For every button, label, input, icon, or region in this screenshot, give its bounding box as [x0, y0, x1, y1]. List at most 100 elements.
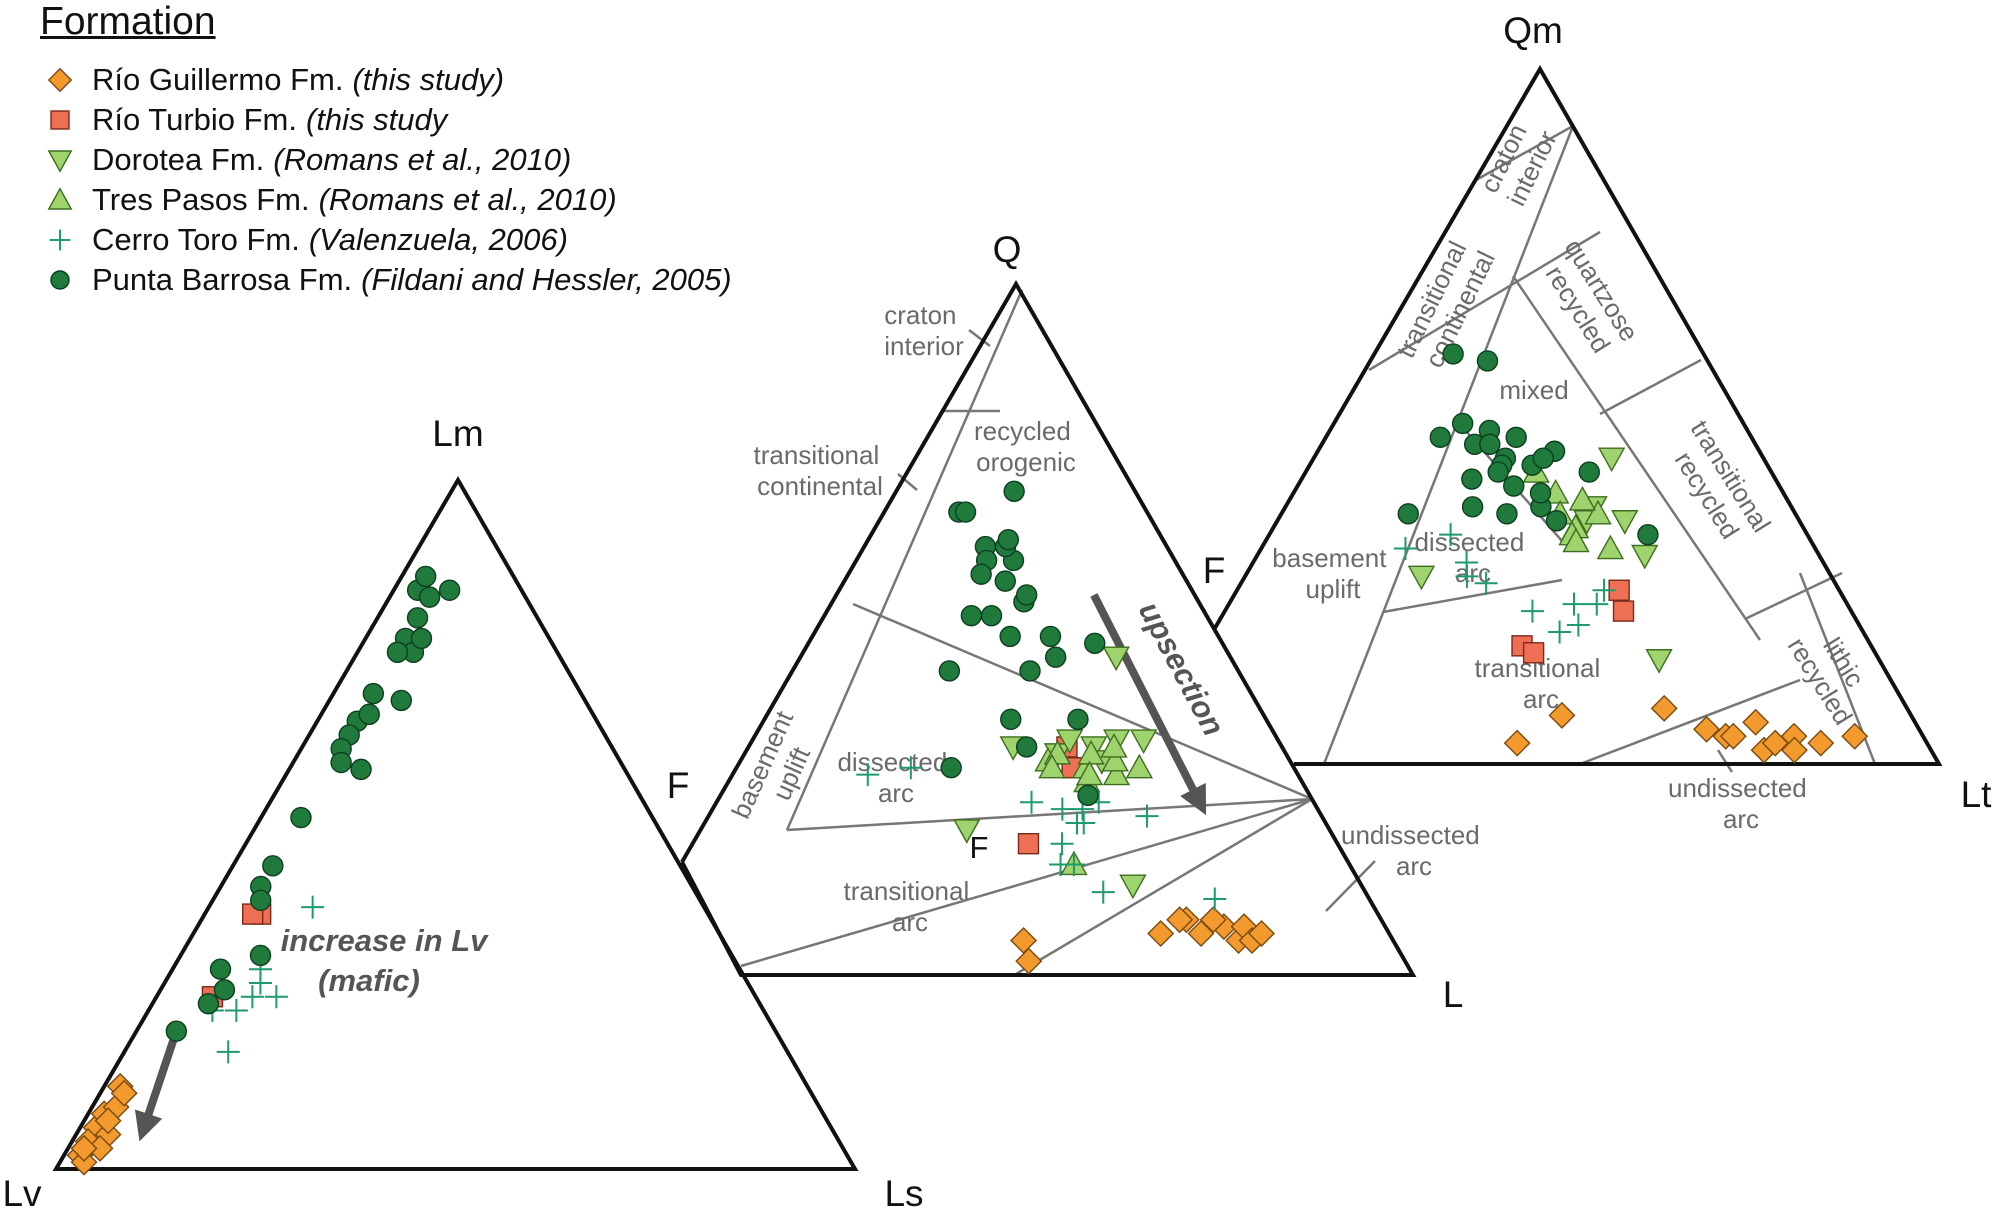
point-rio-guillermo-0 — [1010, 926, 1038, 954]
point-cerro-toro-7 — [264, 985, 288, 1009]
qfl-line-undissected — [1015, 797, 1313, 976]
point-dorotea-3 — [1056, 729, 1084, 755]
point-rio-guillermo-11 — [1807, 729, 1835, 757]
qfl-field-transitional-arc: transitional arc — [844, 876, 977, 937]
point-punta-barrosa-22 — [1529, 482, 1552, 504]
qmflt-field-undissected-arc-line1: undissected — [1668, 773, 1807, 803]
legend-item-dorotea: Dorotea Fm.(Romans et al., 2010) — [40, 140, 732, 180]
point-tres-pasos-8 — [1125, 753, 1154, 779]
arrow-upsection — [1090, 593, 1207, 816]
point-punta-barrosa-13 — [330, 751, 352, 774]
point-punta-barrosa-25 — [390, 689, 412, 712]
point-punta-barrosa-24 — [997, 528, 1020, 551]
legend-item-source: (Romans et al., 2010) — [273, 142, 572, 177]
point-rio-guillermo-4 — [1187, 920, 1215, 948]
point-punta-barrosa-20 — [197, 992, 220, 1015]
point-punta-barrosa-21 — [1578, 461, 1600, 483]
point-punta-barrosa-16 — [1397, 503, 1419, 525]
point-punta-barrosa-19 — [1067, 708, 1089, 731]
legend-item-name: Cerro Toro Fm. — [92, 222, 300, 257]
point-cerro-toro-12 — [1135, 804, 1159, 828]
point-rio-guillermo-8 — [70, 1148, 98, 1176]
legend-item-source: (this study) — [352, 62, 505, 97]
legend-marker-diamond-icon — [47, 67, 73, 93]
qfl-field-transitional-arc-line2: arc — [892, 907, 928, 937]
point-punta-barrosa-12 — [938, 660, 961, 682]
point-rio-guillermo-1 — [1147, 920, 1175, 948]
point-punta-barrosa-22 — [249, 944, 272, 967]
legend-item-rio-turbio: Río Turbio Fm.(this study — [40, 100, 732, 140]
point-punta-barrosa-20 — [1545, 510, 1568, 532]
point-punta-barrosa-2 — [1003, 480, 1025, 502]
point-punta-barrosa-15 — [1532, 447, 1555, 469]
qfl-line-craton-tick — [968, 329, 991, 347]
point-rio-guillermo-12 — [1841, 722, 1869, 750]
point-punta-barrosa-21 — [980, 604, 1003, 627]
point-tres-pasos-6 — [1562, 527, 1590, 553]
point-punta-barrosa-5 — [1451, 412, 1474, 435]
qmflt-field-dissected-arc-line1: dissected — [1414, 527, 1524, 557]
qmflt-field-basement-uplift-line1: basement — [1272, 543, 1387, 573]
qfl-field-recycled-orogenic-line1: recycled — [974, 416, 1071, 446]
point-punta-barrosa-1 — [954, 501, 977, 523]
qfl-line-recycled-base — [852, 602, 1313, 801]
legend-item-name: Punta Barrosa Fm. — [92, 262, 353, 297]
point-punta-barrosa-10 — [1039, 625, 1062, 648]
point-cerro-toro-6 — [248, 971, 272, 995]
qfl-line-undissected-tick — [1325, 860, 1376, 912]
qfl-field-lines — [740, 289, 1376, 976]
point-cerro-toro-11 — [1091, 880, 1115, 904]
apex-label-lv: Lv — [2, 1173, 42, 1211]
point-cerro-toro-7 — [1585, 592, 1609, 616]
qmflt-line-transitional-recycled — [1744, 571, 1843, 621]
point-rio-guillermo-3 — [1693, 715, 1721, 743]
qmflt-frame-fill — [1215, 69, 1939, 764]
apex-label-q: Q — [993, 229, 1022, 270]
point-dorotea-5 — [1119, 874, 1147, 900]
apex-label-lm: Lm — [432, 413, 483, 454]
point-rio-turbio-1 — [1522, 642, 1545, 664]
legend-item-rio-guillermo: Río Guillermo Fm.(this study) — [40, 60, 732, 100]
point-dorotea-5 — [1645, 649, 1673, 674]
point-tres-pasos-6 — [1102, 760, 1131, 786]
point-punta-barrosa-14 — [290, 806, 312, 829]
point-tres-pasos-8 — [1568, 485, 1597, 511]
arrow-increase-lv — [134, 1029, 181, 1142]
point-punta-barrosa-23 — [438, 579, 461, 601]
legend: Formation Río Guillermo Fm.(this study)R… — [40, 0, 732, 300]
qmflt-line-transitional-continental — [1368, 230, 1601, 372]
point-punta-barrosa-18 — [209, 958, 232, 980]
point-cerro-toro-1 — [1050, 797, 1074, 821]
qmflt-line-quartzose — [1511, 275, 1762, 641]
qmflt-field-undissected-arc: undissected arc — [1668, 773, 1814, 834]
apex-label-qm: Qm — [1503, 10, 1563, 51]
point-cerro-toro-9 — [1439, 523, 1463, 547]
point-punta-barrosa-19 — [213, 979, 236, 1001]
point-cerro-toro-2 — [1474, 571, 1498, 595]
qfl-field-recycled-orogenic: recycled orogenic — [974, 416, 1078, 477]
point-rio-guillermo-11 — [70, 1134, 98, 1162]
point-cerro-toro-3 — [1455, 564, 1479, 588]
qmflt-line-undissected — [1579, 678, 1801, 766]
qmflt-line-craton — [1475, 124, 1574, 182]
point-dorotea-4 — [953, 819, 981, 844]
point-punta-barrosa-4 — [406, 607, 429, 629]
legend-item-name: Tres Pasos Fm. — [92, 182, 310, 217]
legend-marker-plus-icon — [49, 229, 71, 251]
point-cerro-toro-3 — [224, 999, 248, 1023]
legend-item-name: Río Turbio Fm. — [92, 102, 297, 137]
legend-marker-triangle-up-icon — [47, 187, 73, 210]
qfl-field-dissected-arc-line2: arc — [878, 778, 914, 808]
point-punta-barrosa-13 — [1000, 708, 1022, 731]
point-punta-barrosa-10 — [358, 703, 380, 725]
point-punta-barrosa-23 — [1461, 496, 1484, 518]
point-dorotea-9 — [1129, 729, 1158, 755]
point-punta-barrosa-17 — [250, 889, 272, 911]
diagram-lm-lv-ls: Lm Lv Ls increase in Lv (mafic) — [2, 413, 923, 1211]
qfl-field-transitional-continental-line2: continental — [757, 471, 883, 501]
point-punta-barrosa-11 — [1461, 468, 1483, 490]
qmflt-line-undissected-tick — [1716, 749, 1734, 773]
legend-item-name: Dorotea Fm. — [92, 142, 265, 177]
point-punta-barrosa-23 — [1015, 584, 1038, 606]
triangle-frame-qm — [1213, 65, 1943, 766]
